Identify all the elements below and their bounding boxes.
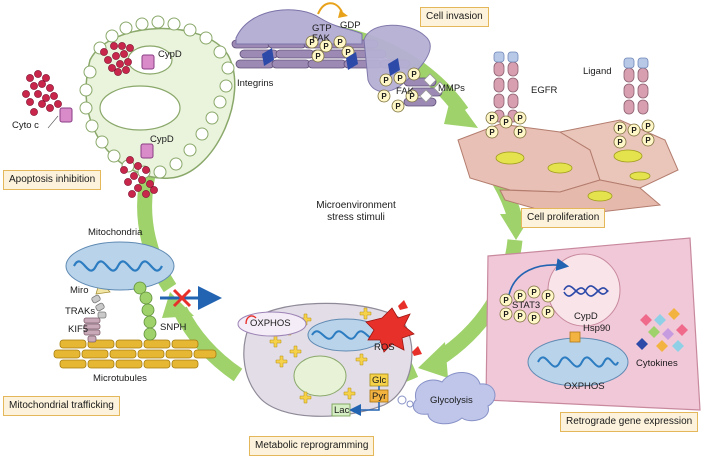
cycle-arrowhead-1 — [444, 92, 478, 128]
stage-apoptosis-inhibition: Apoptosis inhibition — [3, 170, 102, 190]
svg-text:P: P — [411, 70, 417, 79]
cycle-arc-left-lower — [173, 306, 243, 382]
center-caption: Microenvironment stress stimuli — [308, 200, 404, 224]
label-hsp90: Hsp90 — [583, 323, 611, 334]
label-lac: Lac — [334, 405, 350, 416]
label-pyr: Pyr — [372, 391, 387, 402]
cypd-pore-top — [141, 54, 155, 70]
center-caption-line-1: Microenvironment — [316, 200, 396, 211]
label-integrins: Integrins — [237, 78, 274, 89]
label-mmps: MMPs — [438, 83, 465, 94]
svg-text:P: P — [631, 126, 637, 135]
label-snph: SNPH — [160, 322, 187, 333]
svg-text:P: P — [645, 136, 651, 145]
svg-text:P: P — [617, 124, 623, 133]
svg-text:P: P — [345, 48, 351, 57]
stage-cell-proliferation: Cell proliferation — [521, 208, 606, 228]
apoptosis-mitochondrion — [59, 15, 236, 179]
svg-text:P: P — [337, 38, 343, 47]
stage-cell-invasion: Cell invasion — [420, 7, 489, 27]
label-egfr: EGFR — [531, 85, 558, 96]
svg-text:P: P — [395, 102, 401, 111]
cypd-pore-bottom — [140, 143, 154, 159]
label-traks: TRAKs — [65, 306, 96, 317]
callout-lines — [47, 115, 59, 129]
cytokine-cluster — [636, 308, 688, 352]
label-cyto-c: Cyto c — [12, 120, 39, 131]
svg-text:P: P — [503, 118, 509, 127]
svg-text:P: P — [489, 114, 495, 123]
label-microtubules: Microtubules — [93, 373, 147, 384]
inhibition-x — [172, 288, 192, 308]
label-gtp: GTP — [312, 23, 332, 34]
svg-text:P: P — [383, 76, 389, 85]
cypd-pore-left — [59, 107, 73, 123]
label-glc: Glc — [372, 375, 387, 386]
svg-text:P: P — [645, 122, 651, 131]
svg-text:P: P — [517, 292, 523, 301]
cyto-c-clusters — [22, 42, 158, 198]
label-kif5: KIF5 — [68, 324, 89, 335]
stage-metabolic-reprogramming: Metabolic reprogramming — [249, 436, 375, 456]
svg-text:P: P — [315, 52, 321, 61]
metabolic-cell — [237, 300, 496, 425]
label-glycolysis: Glycolysis — [430, 395, 473, 406]
label-oxphos-metabolic: OXPHOS — [250, 318, 291, 329]
svg-text:P: P — [517, 128, 523, 137]
stage-retrograde-gene-expression: Retrograde gene expression — [560, 412, 699, 432]
label-fak-top: FAK — [312, 33, 330, 44]
svg-text:P: P — [381, 92, 387, 101]
stage-mitochondrial-trafficking: Mitochondrial trafficking — [3, 396, 120, 416]
label-oxphos-retrograde: OXPHOS — [564, 381, 605, 392]
label-cypd-apoptosis-top: CypD — [158, 49, 182, 60]
svg-text:P: P — [531, 288, 537, 297]
svg-text:P: P — [545, 308, 551, 317]
label-gdp: GDP — [340, 20, 361, 31]
svg-text:P: P — [409, 92, 415, 101]
label-miro: Miro — [70, 285, 89, 296]
label-ligand: Ligand — [583, 66, 612, 77]
center-caption-line-2: stress stimuli — [327, 212, 385, 223]
glycolysis-cloud — [412, 372, 496, 425]
svg-text:P: P — [489, 128, 495, 137]
label-cypd-apoptosis-bottom: CypD — [150, 134, 174, 145]
label-cytokines: Cytokines — [636, 358, 678, 369]
cycle-arrowhead-3 — [418, 342, 448, 378]
svg-text:P: P — [323, 42, 329, 51]
label-ros: ROS — [374, 342, 395, 353]
svg-text:P: P — [545, 292, 551, 301]
trafficking-scene — [53, 241, 222, 369]
label-mitochondria: Mitochondria — [88, 227, 143, 238]
svg-text:P: P — [517, 114, 523, 123]
svg-text:P: P — [309, 38, 315, 47]
label-fak-lower: FAK — [396, 86, 414, 97]
svg-text:P: P — [503, 296, 509, 305]
label-stat3: STAT3 — [512, 300, 541, 311]
svg-text:P: P — [531, 314, 537, 323]
svg-text:P: P — [517, 312, 523, 321]
label-cypd-retrograde: CypD — [574, 311, 598, 322]
svg-text:P: P — [397, 74, 403, 83]
svg-text:P: P — [617, 138, 623, 147]
svg-text:P: P — [503, 310, 509, 319]
